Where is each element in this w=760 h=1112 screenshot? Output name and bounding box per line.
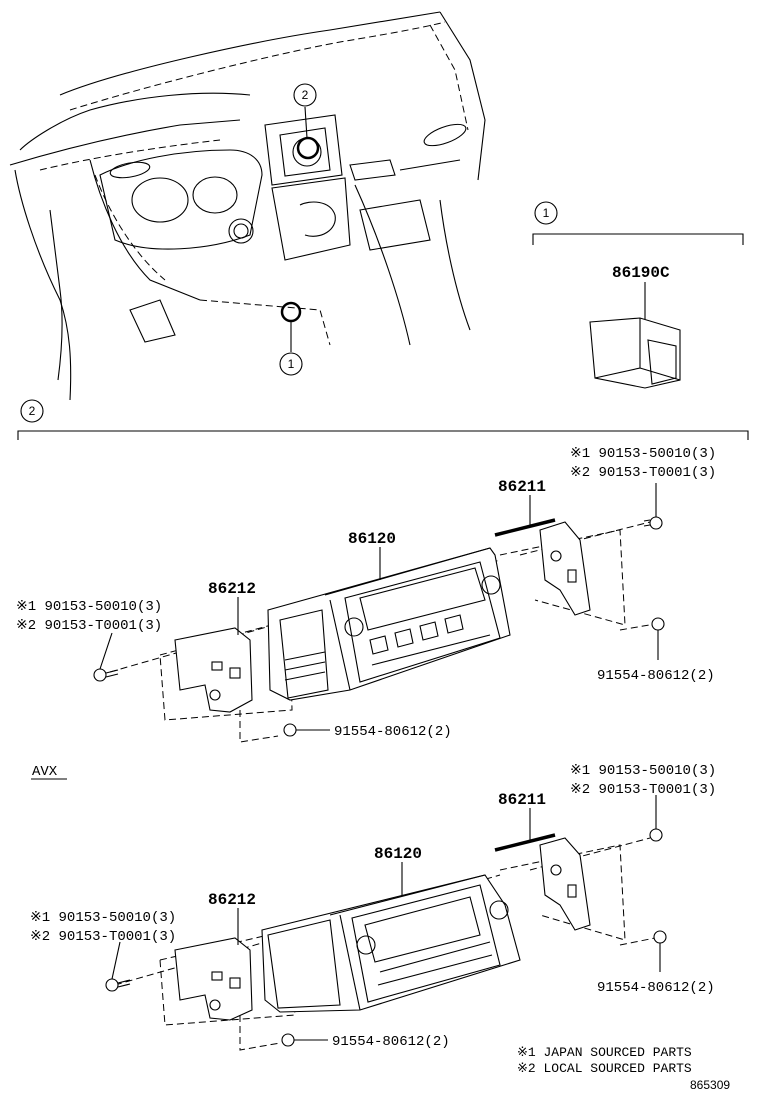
clip-spec-b-right: 91554-80612(2) bbox=[597, 980, 715, 996]
screw-icon bbox=[105, 978, 131, 992]
svg-text:2: 2 bbox=[29, 404, 36, 418]
screw-spec-japan-b-right: ※1 90153-50010(3) bbox=[570, 763, 716, 779]
callout-2-dashboard: 2 bbox=[293, 83, 317, 107]
part-number-86212-a: 86212 bbox=[208, 580, 256, 598]
switch-86190c bbox=[589, 317, 681, 389]
svg-text:2: 2 bbox=[302, 88, 309, 102]
clip-icon bbox=[281, 1033, 295, 1047]
screw-spec-local-b-right: ※2 90153-T0001(3) bbox=[570, 782, 716, 798]
part-number-86120-a: 86120 bbox=[348, 530, 396, 548]
part-number-86212-b: 86212 bbox=[208, 891, 256, 909]
clip-spec-a-right: 91554-80612(2) bbox=[597, 668, 715, 684]
avx-label: AVX bbox=[32, 764, 58, 780]
note-japan-sourced: ※1 JAPAN SOURCED PARTS bbox=[517, 1045, 692, 1060]
group-b-assembly bbox=[105, 795, 667, 1051]
svg-text:1: 1 bbox=[288, 357, 295, 371]
screw-spec-local-b-left: ※2 90153-T0001(3) bbox=[30, 929, 176, 945]
clip-spec-a-bottom: 91554-80612(2) bbox=[334, 724, 452, 740]
note-local-sourced: ※2 LOCAL SOURCED PARTS bbox=[517, 1061, 692, 1076]
dashboard-illustration bbox=[9, 11, 486, 401]
part-number-86211-b: 86211 bbox=[498, 791, 546, 809]
clip-icon bbox=[651, 617, 665, 631]
screw-spec-japan-b-left: ※1 90153-50010(3) bbox=[30, 910, 176, 926]
callout-1-dashboard: 1 bbox=[279, 352, 303, 376]
section-2-bracket: 2 bbox=[17, 399, 749, 440]
screw-spec-japan-a-right: ※1 90153-50010(3) bbox=[570, 446, 716, 462]
group-a-assembly bbox=[93, 483, 665, 743]
section-1-bracket: 1 bbox=[532, 201, 744, 245]
clip-icon bbox=[653, 930, 667, 944]
part-number-86190c: 86190C bbox=[612, 264, 670, 282]
screw-icon bbox=[649, 828, 663, 842]
screw-icon bbox=[93, 668, 119, 682]
screw-spec-japan-a-left: ※1 90153-50010(3) bbox=[16, 599, 162, 615]
svg-text:1: 1 bbox=[543, 206, 550, 220]
screw-spec-local-a-right: ※2 90153-T0001(3) bbox=[570, 465, 716, 481]
part-number-86120-b: 86120 bbox=[374, 845, 422, 863]
screw-icon bbox=[643, 516, 663, 530]
clip-spec-b-bottom: 91554-80612(2) bbox=[332, 1034, 450, 1050]
screw-spec-local-a-left: ※2 90153-T0001(3) bbox=[16, 618, 162, 634]
figure-code: 865309 bbox=[690, 1078, 730, 1092]
clip-icon bbox=[283, 723, 297, 737]
part-number-86211-a: 86211 bbox=[498, 478, 546, 496]
